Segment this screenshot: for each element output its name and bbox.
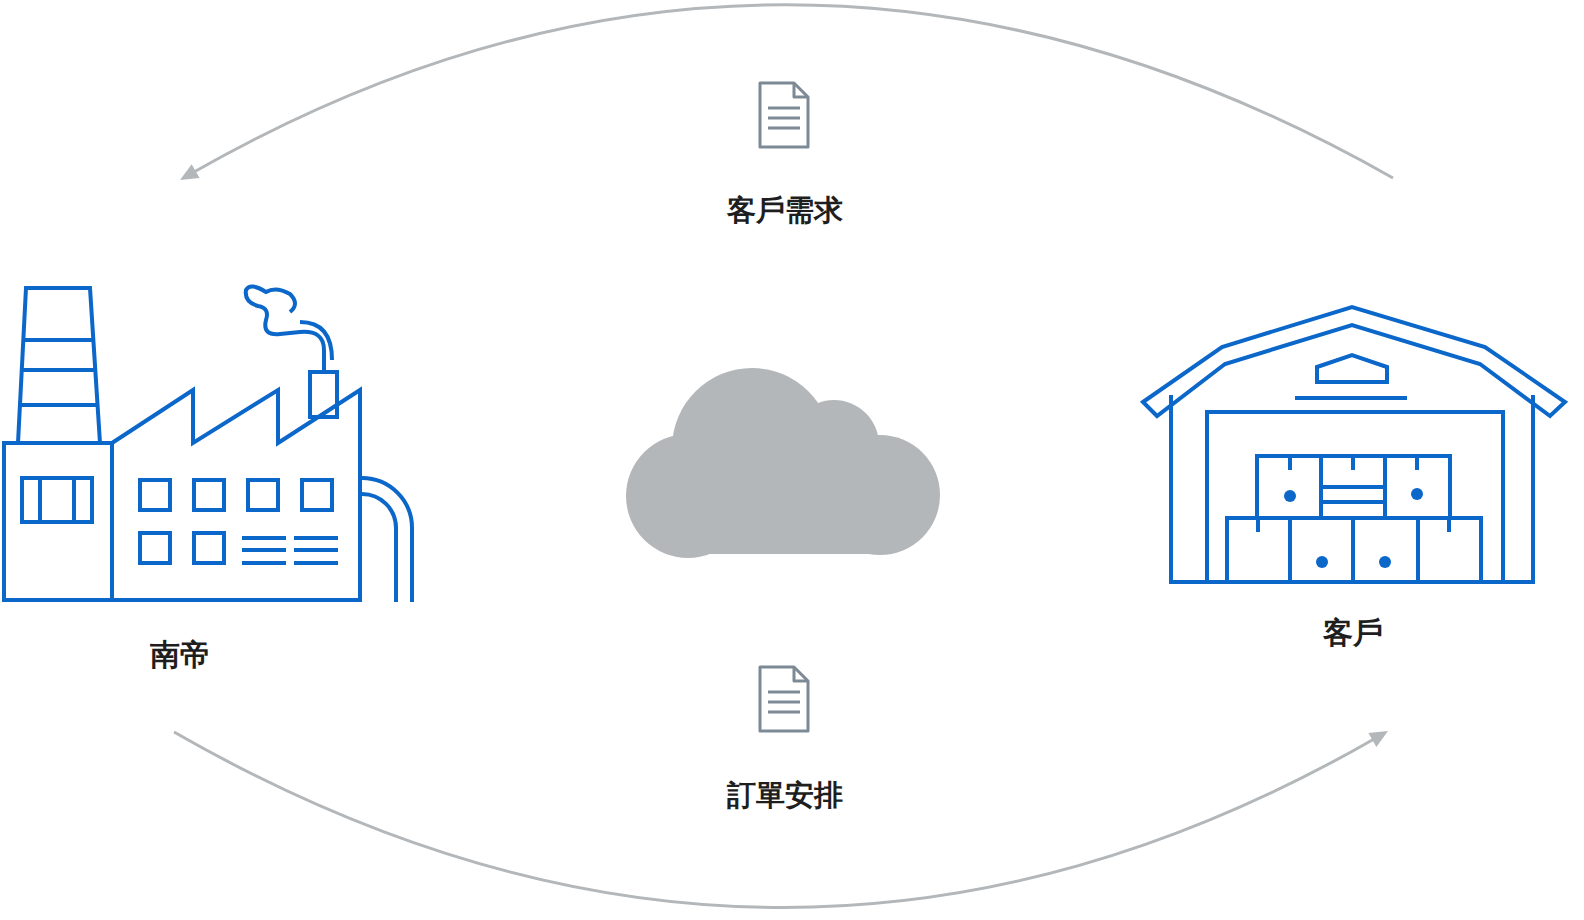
warehouse-dots (1284, 488, 1423, 568)
node-label: 南帝 (150, 637, 210, 673)
edge-label: 客戶需求 (723, 193, 847, 228)
cloud-icon (626, 368, 940, 558)
factory-icon (4, 286, 412, 602)
flow-arrow (174, 731, 1388, 908)
edge-label: 訂單安排 (723, 778, 847, 813)
node-label: 客戶 (1323, 615, 1383, 651)
arrow-head (180, 164, 200, 180)
flow-arrow (180, 5, 1393, 180)
document-icon (760, 83, 808, 731)
warehouse-icon (1143, 307, 1565, 582)
node-box: 南帝 (0, 175, 420, 730)
node-box: 客戶 (1135, 175, 1575, 730)
arrow-head (1368, 731, 1388, 747)
